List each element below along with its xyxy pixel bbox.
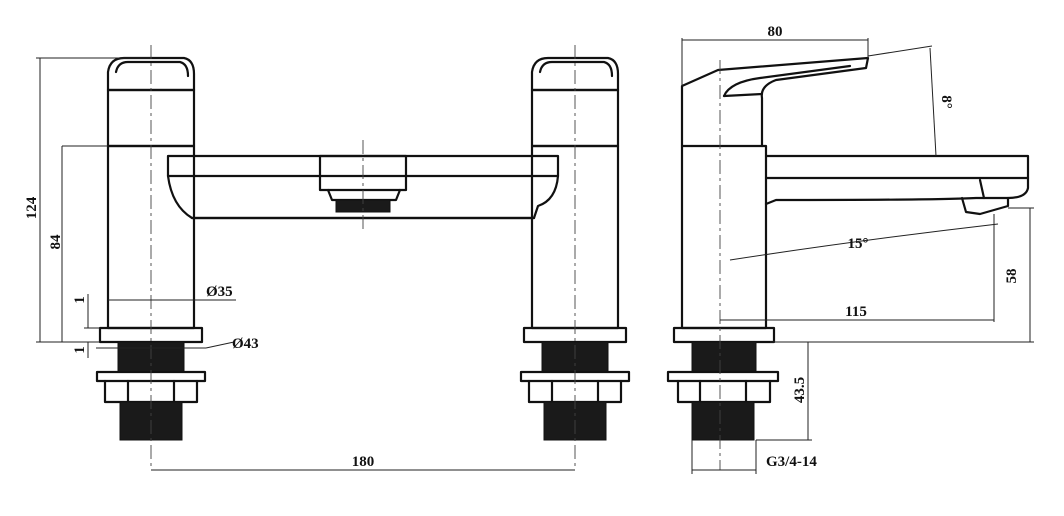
front-dimensions [36, 57, 575, 471]
dim-body-diameter: Ø35 [206, 284, 233, 300]
dim-shank-length: 43.5 [792, 377, 808, 403]
dim-height-total: 124 [24, 196, 40, 219]
front-view: 124 84 1 1 Ø35 Ø43 180 [24, 45, 631, 471]
dim-width: 80 [768, 24, 783, 40]
dim-handle-angle: 8° [938, 95, 954, 109]
dim-spout-height: 58 [1004, 269, 1020, 284]
side-view: 80 8° 15° 58 115 43.5 G3/4-14 [666, 24, 1034, 474]
dim-base-diameter: Ø43 [232, 336, 259, 352]
dim-small-top: 1 [72, 296, 88, 304]
dim-spout-angle: 15° [848, 236, 869, 252]
dim-small-bottom: 1 [72, 346, 88, 354]
side-spout [764, 154, 1030, 216]
dim-centres: 180 [352, 454, 375, 470]
side-dimensions [681, 38, 1034, 474]
dim-thread: G3/4-14 [766, 454, 817, 470]
side-body [666, 144, 780, 441]
dim-height-spout: 84 [48, 234, 64, 250]
dim-spout-reach: 115 [845, 304, 867, 320]
side-handle [680, 56, 870, 148]
